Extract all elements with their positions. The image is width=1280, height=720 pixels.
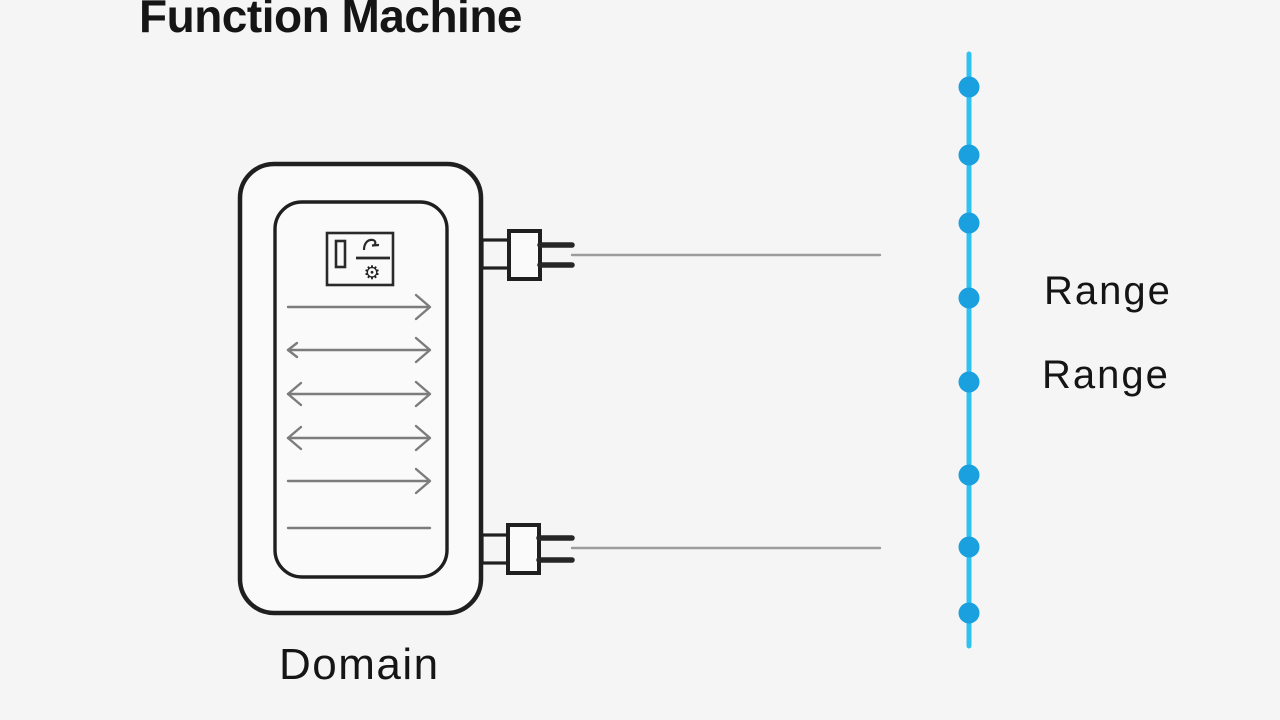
machine-outer-shell (237, 161, 484, 616)
plug-stem (480, 238, 511, 270)
number-line-dot (958, 371, 980, 393)
arrow-head-left (286, 381, 303, 407)
arrow-head-left (286, 425, 303, 451)
function-squiggle-icon (362, 238, 380, 251)
domain-label: Domain (279, 640, 440, 689)
number-line-dot (958, 536, 980, 558)
output-plug-bottom (480, 523, 575, 575)
output-plug-top (480, 229, 575, 281)
output-wires (570, 253, 882, 550)
arrow-head-right (414, 467, 432, 495)
input-slot-icon (334, 239, 347, 269)
number-line-dots (958, 76, 980, 624)
function-chip-icon: ⚙ (325, 231, 395, 287)
number-line-dot (958, 287, 980, 309)
machine-inner-panel (273, 200, 449, 579)
number-line-dot (958, 212, 980, 234)
number-line-dot (958, 464, 980, 486)
arrow-head-right (414, 293, 432, 321)
chip-box (325, 231, 395, 287)
plug-body (507, 229, 542, 281)
number-line-dot (958, 144, 980, 166)
gear-icon: ⚙ (363, 263, 380, 284)
mapping-arrow (286, 467, 432, 495)
function-machine: ⚙ (237, 161, 484, 616)
mapping-arrows (286, 293, 432, 530)
range-label-top: Range (1044, 269, 1172, 313)
arrow-head-left (286, 341, 299, 359)
plug-body (506, 523, 541, 575)
arrow-head-right (414, 424, 432, 452)
arrow-head-right (414, 380, 432, 408)
range-number-line (940, 33, 998, 667)
arrow-head-right (414, 336, 432, 364)
number-line-dot (958, 76, 980, 98)
range-label-bottom: Range (1042, 353, 1170, 397)
number-line-dot (958, 602, 980, 624)
page-title: Function Machine (139, 0, 523, 42)
mapping-arrow (286, 336, 432, 364)
mapping-arrow (286, 380, 432, 408)
plug-stem (480, 533, 510, 565)
mapping-arrow (286, 424, 432, 452)
mapping-arrow (286, 293, 432, 321)
